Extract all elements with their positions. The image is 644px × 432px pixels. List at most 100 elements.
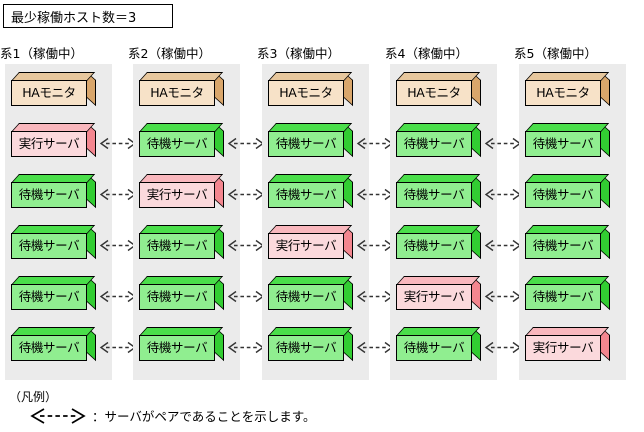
- box-front-face: 待機サーバ: [396, 131, 472, 157]
- standby-server-label: 待機サーバ: [18, 186, 80, 202]
- box-front-face: 待機サーバ: [268, 131, 344, 157]
- minimum-active-host-count-label: 最少稼働ホスト数＝3: [11, 10, 137, 26]
- box-front-face: HAモニタ: [11, 80, 87, 106]
- box-front-face: 実行サーバ: [525, 335, 601, 361]
- active-server-box[interactable]: 実行サーバ: [11, 123, 97, 158]
- server-pair-arrow: [483, 188, 523, 201]
- standby-server-label: 待機サーバ: [275, 135, 337, 151]
- box-front-face: 待機サーバ: [268, 335, 344, 361]
- box-front-face: 実行サーバ: [139, 182, 215, 208]
- standby-server-box[interactable]: 待機サーバ: [11, 174, 97, 209]
- legend-row: ：サーバがペアであることを示します。: [9, 406, 629, 425]
- standby-server-box[interactable]: 待機サーバ: [396, 225, 482, 260]
- server-pair-arrow: [226, 239, 266, 252]
- ha-monitor-box[interactable]: HAモニタ: [396, 72, 482, 107]
- standby-server-label: 待機サーバ: [146, 339, 208, 355]
- server-pair-arrow: [226, 290, 266, 303]
- ha-monitor-label: HAモニタ: [536, 84, 590, 100]
- standby-server-label: 待機サーバ: [532, 135, 594, 151]
- system-column-kei1: 系1（稼働中）HAモニタ実行サーバ待機サーバ待機サーバ待機サーバ待機サーバ: [0, 46, 112, 380]
- system-column-kei5: 系5（稼働中）HAモニタ待機サーバ待機サーバ待機サーバ待機サーバ実行サーバ: [514, 46, 626, 380]
- standby-server-label: 待機サーバ: [146, 135, 208, 151]
- box-front-face: 待機サーバ: [11, 233, 87, 259]
- standby-server-box[interactable]: 待機サーバ: [268, 276, 354, 311]
- standby-server-label: 待機サーバ: [18, 237, 80, 253]
- active-server-label: 実行サーバ: [275, 237, 337, 253]
- box-front-face: 待機サーバ: [139, 131, 215, 157]
- standby-server-box[interactable]: 待機サーバ: [11, 276, 97, 311]
- standby-server-box[interactable]: 待機サーバ: [139, 225, 225, 260]
- standby-server-box[interactable]: 待機サーバ: [268, 123, 354, 158]
- standby-server-label: 待機サーバ: [146, 288, 208, 304]
- box-front-face: HAモニタ: [268, 80, 344, 106]
- standby-server-label: 待機サーバ: [403, 237, 465, 253]
- box-front-face: 待機サーバ: [11, 182, 87, 208]
- standby-server-box[interactable]: 待機サーバ: [139, 327, 225, 362]
- box-front-face: 待機サーバ: [525, 284, 601, 310]
- server-pair-arrow: [355, 290, 395, 303]
- standby-server-box[interactable]: 待機サーバ: [396, 327, 482, 362]
- server-pair-arrow: [98, 239, 138, 252]
- standby-server-box[interactable]: 待機サーバ: [268, 174, 354, 209]
- standby-server-box[interactable]: 待機サーバ: [525, 225, 611, 260]
- system-column-header: 系1（稼働中）: [0, 46, 83, 61]
- standby-server-box[interactable]: 待機サーバ: [11, 225, 97, 260]
- ha-monitor-box[interactable]: HAモニタ: [268, 72, 354, 107]
- standby-server-box[interactable]: 待機サーバ: [139, 276, 225, 311]
- ha-monitor-box[interactable]: HAモニタ: [11, 72, 97, 107]
- system-column-kei4: 系4（稼働中）HAモニタ待機サーバ待機サーバ待機サーバ実行サーバ待機サーバ: [385, 46, 497, 380]
- box-front-face: 待機サーバ: [139, 233, 215, 259]
- system-column-header: 系5（稼働中）: [514, 46, 597, 61]
- server-pair-arrow: [226, 341, 266, 354]
- standby-server-box[interactable]: 待機サーバ: [396, 174, 482, 209]
- ha-monitor-box[interactable]: HAモニタ: [139, 72, 225, 107]
- standby-server-box[interactable]: 待機サーバ: [525, 174, 611, 209]
- box-front-face: 待機サーバ: [396, 182, 472, 208]
- standby-server-label: 待機サーバ: [18, 339, 80, 355]
- system-column-header: 系4（稼働中）: [385, 46, 468, 61]
- legend: （凡例） ：サーバがペアであることを示します。: [9, 390, 629, 425]
- box-front-face: 待機サーバ: [139, 284, 215, 310]
- standby-server-box[interactable]: 待機サーバ: [525, 276, 611, 311]
- box-front-face: 実行サーバ: [11, 131, 87, 157]
- standby-server-label: 待機サーバ: [275, 186, 337, 202]
- standby-server-box[interactable]: 待機サーバ: [396, 123, 482, 158]
- server-pair-arrow: [226, 188, 266, 201]
- active-server-box[interactable]: 実行サーバ: [525, 327, 611, 362]
- standby-server-box[interactable]: 待機サーバ: [268, 327, 354, 362]
- server-pair-arrow: [98, 290, 138, 303]
- server-pair-arrow: [483, 239, 523, 252]
- box-front-face: HAモニタ: [525, 80, 601, 106]
- standby-server-box[interactable]: 待機サーバ: [11, 327, 97, 362]
- ha-monitor-box[interactable]: HAモニタ: [525, 72, 611, 107]
- active-server-box[interactable]: 実行サーバ: [139, 174, 225, 209]
- server-pair-arrow: [226, 137, 266, 150]
- standby-server-label: 待機サーバ: [532, 237, 594, 253]
- server-pair-arrow: [98, 137, 138, 150]
- standby-server-label: 待機サーバ: [146, 237, 208, 253]
- box-front-face: 待機サーバ: [525, 182, 601, 208]
- standby-server-label: 待機サーバ: [532, 186, 594, 202]
- server-pair-arrow: [355, 137, 395, 150]
- box-front-face: 待機サーバ: [396, 233, 472, 259]
- active-server-label: 実行サーバ: [532, 339, 594, 355]
- box-front-face: HAモニタ: [139, 80, 215, 106]
- box-front-face: 待機サーバ: [396, 335, 472, 361]
- server-pair-arrow: [483, 290, 523, 303]
- standby-server-box[interactable]: 待機サーバ: [525, 123, 611, 158]
- standby-server-label: 待機サーバ: [275, 339, 337, 355]
- box-front-face: 待機サーバ: [11, 284, 87, 310]
- active-server-box[interactable]: 実行サーバ: [396, 276, 482, 311]
- standby-server-label: 待機サーバ: [532, 288, 594, 304]
- active-server-label: 実行サーバ: [146, 186, 208, 202]
- box-front-face: 待機サーバ: [139, 335, 215, 361]
- standby-server-label: 待機サーバ: [403, 339, 465, 355]
- active-server-label: 実行サーバ: [403, 288, 465, 304]
- box-front-face: 待機サーバ: [11, 335, 87, 361]
- box-front-face: 待機サーバ: [525, 233, 601, 259]
- server-pair-arrow: [355, 239, 395, 252]
- standby-server-label: 待機サーバ: [403, 186, 465, 202]
- active-server-box[interactable]: 実行サーバ: [268, 225, 354, 260]
- standby-server-box[interactable]: 待機サーバ: [139, 123, 225, 158]
- box-front-face: 実行サーバ: [396, 284, 472, 310]
